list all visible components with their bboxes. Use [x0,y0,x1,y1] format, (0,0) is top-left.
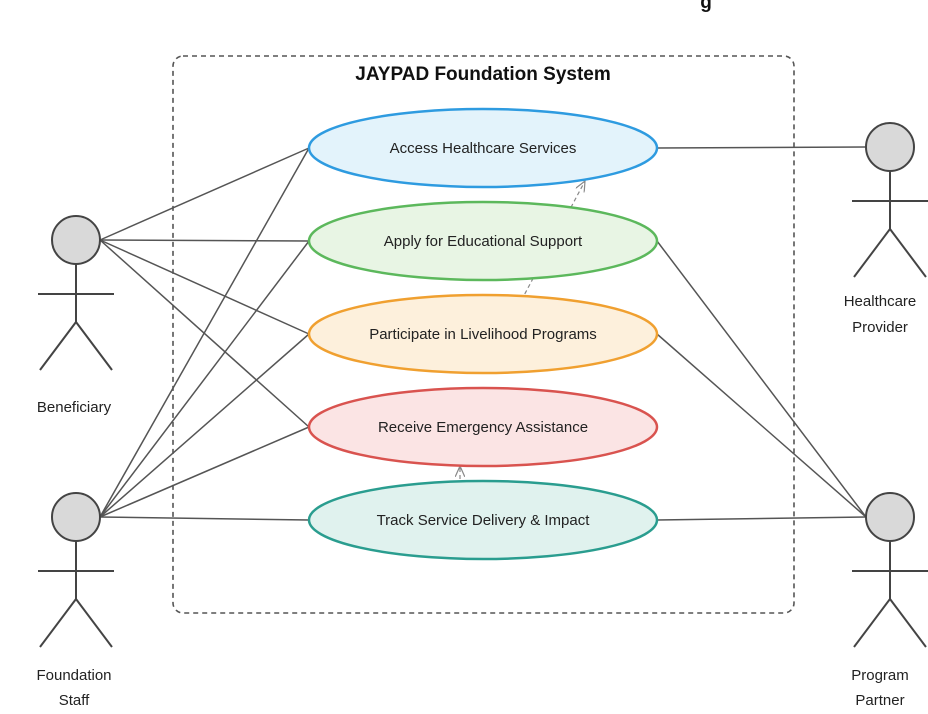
association-partner-education [656,240,867,518]
use-case-label: Track Service Delivery & Impact [377,512,591,529]
association-staff-livelihood [99,333,310,518]
system-title: JAYPAD Foundation System [355,64,611,85]
use-case-track: Track Service Delivery & Impact [307,479,659,561]
system-boundary [172,55,795,614]
cut-off-diagram-title: g [700,0,712,13]
actor-head [865,492,915,542]
actor-label: Staff [59,692,90,709]
association-beneficiary-healthcare [99,147,310,241]
association-partner-track [656,516,867,521]
use-case-ellipse [307,386,659,468]
use-case-healthcare: Access Healthcare Services [307,107,659,189]
actor-head [51,492,101,542]
actor-label: Program [851,667,909,684]
use-case-livelihood: Participate in Livelihood Programs [307,293,659,375]
association-staff-education [99,240,310,518]
association-beneficiary-livelihood [99,239,310,335]
actor-label: Provider [852,319,908,336]
use-case-label: Apply for Educational Support [384,233,583,250]
association-staff-healthcare [99,147,310,518]
actor-label: Partner [855,692,904,709]
actor-left-leg [39,321,77,371]
actor-label: Foundation [36,667,111,684]
use-case-label: Receive Emergency Assistance [378,419,588,436]
actor-right-leg [889,598,927,648]
use-case-ellipse [307,200,659,282]
actor-left-leg [853,228,891,278]
actor-head [865,122,915,172]
actor-label: Beneficiary [37,399,112,416]
association-staff-emergency [99,426,310,518]
actor-beneficiary: Beneficiary [37,215,114,416]
actor-right-leg [889,228,927,278]
actor-right-leg [75,598,113,648]
use-case-ellipse [307,107,659,189]
use-case-emergency: Receive Emergency Assistance [307,386,659,468]
actor-left-leg [853,598,891,648]
association-healthcare-healthcare [656,146,867,149]
association-lines [99,146,867,521]
association-beneficiary-education [99,239,310,242]
actor-left-leg [39,598,77,648]
use-case-education: Apply for Educational Support [307,200,659,282]
actor-label: Healthcare [844,293,917,310]
use-case-label: Access Healthcare Services [390,140,577,157]
use-case-ellipse [307,479,659,561]
use-case-label: Participate in Livelihood Programs [369,326,597,343]
actor-right-leg [75,321,113,371]
actor-head [51,215,101,265]
use-case-ellipse [307,293,659,375]
association-partner-livelihood [656,333,867,518]
association-staff-track [99,516,310,521]
